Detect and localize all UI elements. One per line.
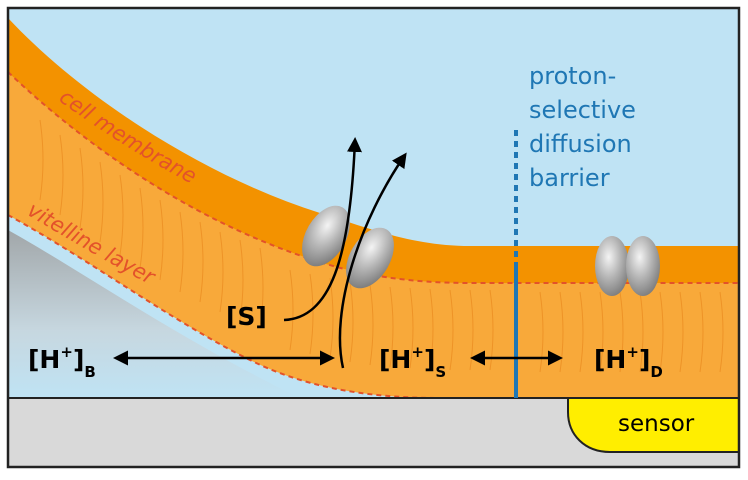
transporter-protein [302,205,394,289]
svg-text:barrier: barrier [529,164,610,192]
svg-text:selective: selective [529,96,636,124]
substrate-concentration-label: [S] [226,302,267,331]
substrate-arrow-1 [283,137,362,322]
diffusion-proton-label: [H+]D [594,343,663,381]
sensor-label: sensor [618,411,695,437]
vitelline-fibers [39,119,724,373]
svg-text:diffusion: diffusion [529,130,632,158]
surface-proton-label: [H+]S [379,343,446,381]
vitelline-layer [8,70,739,398]
membrane-dashed-boundary [8,71,739,284]
cell-shadow [8,230,300,398]
diagram-frame [6,6,741,469]
sensor-body [567,397,739,453]
bulk-proton-label: [H+]B [28,343,96,381]
cell-membrane [8,18,739,283]
substrate-arrow-2 [338,152,407,369]
svg-text:proton-: proton- [529,62,616,90]
membrane-protein-right [595,236,660,296]
barrier-label: proton- selective diffusion barrier [529,62,636,192]
